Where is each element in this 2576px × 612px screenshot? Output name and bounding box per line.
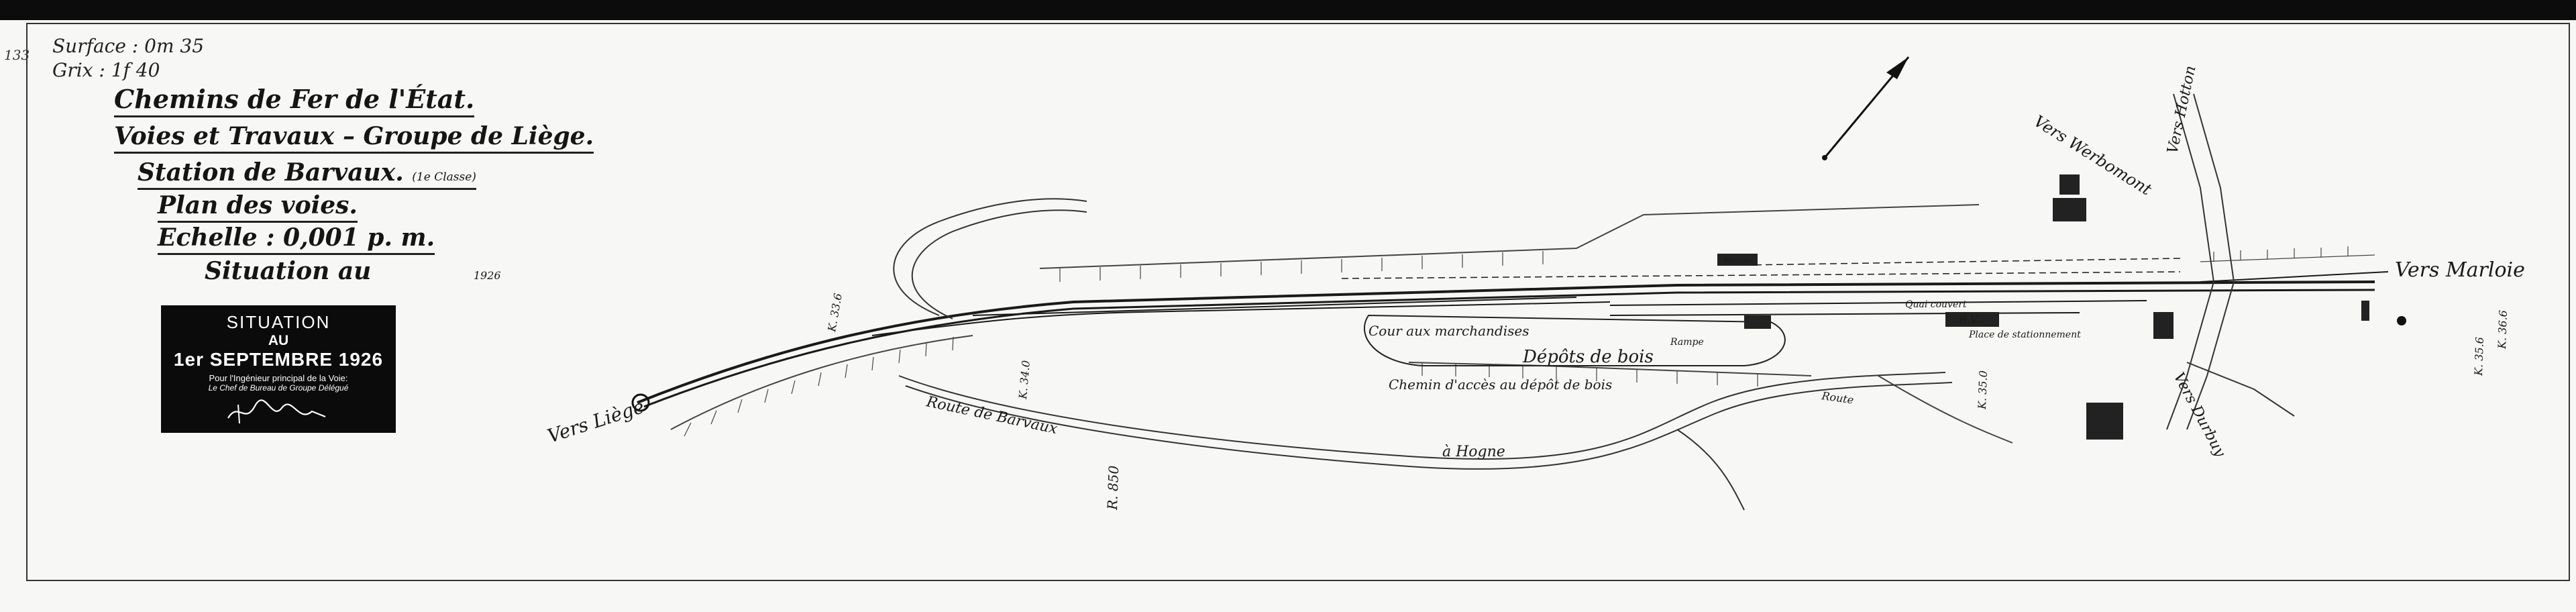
signal-post xyxy=(2361,301,2369,321)
title-line-3: Station de Barvaux. (1e Classe) xyxy=(138,158,476,190)
road-south xyxy=(1676,429,1745,511)
track-siding-3 xyxy=(1609,300,2147,306)
road-barvaux-edge xyxy=(905,382,1953,470)
label-vers-durbuy: Vers Durbuy xyxy=(2170,370,2229,460)
title-line-5: Echelle : 0,001 p. m. xyxy=(158,223,435,255)
surface-note: Surface : 0m 35 xyxy=(52,35,205,57)
stamp-line-1: SITUATION xyxy=(226,312,331,332)
road-hotton xyxy=(2166,93,2215,430)
label-cour-marchandises: Cour aux marchandises xyxy=(1368,323,1529,339)
label-km-4: K. 35.6 xyxy=(2472,337,2486,376)
situation-year: 1926 xyxy=(473,269,501,282)
track-dashed-2 xyxy=(1743,258,2181,266)
page-number: 133 xyxy=(4,47,30,63)
label-quai-couvert: Quai couvert xyxy=(1905,299,1967,310)
road-loop xyxy=(893,198,1087,316)
station-class: (1e Classe) xyxy=(412,170,476,184)
track-siding-2 xyxy=(972,297,1577,316)
north-arrow xyxy=(1822,56,1910,160)
label-bv: B.V. xyxy=(1958,313,1980,326)
title-line-1: Chemins de Fer de l'État. xyxy=(114,84,475,117)
signature xyxy=(227,399,326,424)
label-km-1: K. 33.6 xyxy=(825,293,845,334)
goods-yard xyxy=(1364,314,1786,366)
label-route-de-barvaux: Route de Barvaux xyxy=(924,393,1059,438)
road-barvaux xyxy=(898,372,1946,460)
title-line-2: Voies et Travaux – Groupe de Liège. xyxy=(114,122,594,154)
road-hotton-edge xyxy=(2186,93,2235,430)
track-siding-1 xyxy=(871,301,1611,336)
road-loop-edge xyxy=(912,209,1087,319)
building-4 xyxy=(2053,198,2086,221)
stamp-line-2: AU xyxy=(268,333,289,348)
situation-stamp: SITUATION AU 1er SEPTEMBRE 1926 Pour l'I… xyxy=(161,305,396,433)
label-km-3: K. 35.0 xyxy=(1976,370,1990,410)
label-route: Route xyxy=(1820,389,1854,407)
building-2 xyxy=(1744,315,1771,329)
label-km-5: K. 36.6 xyxy=(2496,310,2510,350)
track-main-2 xyxy=(643,289,2375,408)
label-depots-de-bois: Dépôts de bois xyxy=(1522,347,1654,367)
liege-signal xyxy=(631,393,650,412)
main-tracks xyxy=(637,258,2389,408)
label-vers-hotton: Vers Hotton xyxy=(2164,64,2199,156)
label-vers-liege: Vers Liège xyxy=(545,395,647,448)
track-dashed-1 xyxy=(1341,271,2181,279)
building-5 xyxy=(2086,403,2123,440)
label-place-stationnement: Place de stationnement xyxy=(1968,329,2081,340)
stamp-line-4: Pour l'Ingénieur principal de la Voie: xyxy=(209,373,348,383)
grix-note: Grix : 1f 40 xyxy=(52,59,160,81)
label-vers-werbomont: Vers Werbomont xyxy=(2031,111,2155,199)
label-km-2: K. 34.0 xyxy=(1016,360,1032,400)
track-siding-4 xyxy=(1609,312,2080,316)
situation-label: Situation au xyxy=(205,257,372,285)
sheet-frame xyxy=(26,23,2570,581)
scan-border xyxy=(0,0,2576,20)
roads xyxy=(893,93,2295,511)
station-building xyxy=(1945,312,1999,327)
title-line-6: Situation au 1926 xyxy=(205,257,501,287)
road-durbuy xyxy=(2186,362,2295,417)
label-a-hogne: à Hogne xyxy=(1442,444,1505,460)
track-main-1 xyxy=(637,280,2375,404)
station-name: Station de Barvaux. xyxy=(138,158,404,187)
label-chemin-acces: Chemin d'accès au dépôt de bois xyxy=(1389,376,1612,393)
label-remise: Remise xyxy=(1723,256,1752,265)
label-rampe: Rampe xyxy=(1670,337,1704,348)
building-3 xyxy=(2153,312,2174,339)
label-vers-marloie: Vers Marloie xyxy=(2395,258,2525,282)
label-rayon: R. 850 xyxy=(1104,465,1122,511)
stamp-line-3: 1er SEPTEMBRE 1926 xyxy=(173,349,384,370)
title-line-4: Plan des voies. xyxy=(158,191,358,223)
building-6 xyxy=(2059,174,2080,195)
buildings xyxy=(1717,174,2369,440)
track-east xyxy=(2200,271,2389,283)
stamp-line-5: Le Chef de Bureau de Groupe Délégué xyxy=(208,383,349,393)
building-1 xyxy=(1717,254,1758,266)
marloie-signal xyxy=(2397,316,2406,325)
